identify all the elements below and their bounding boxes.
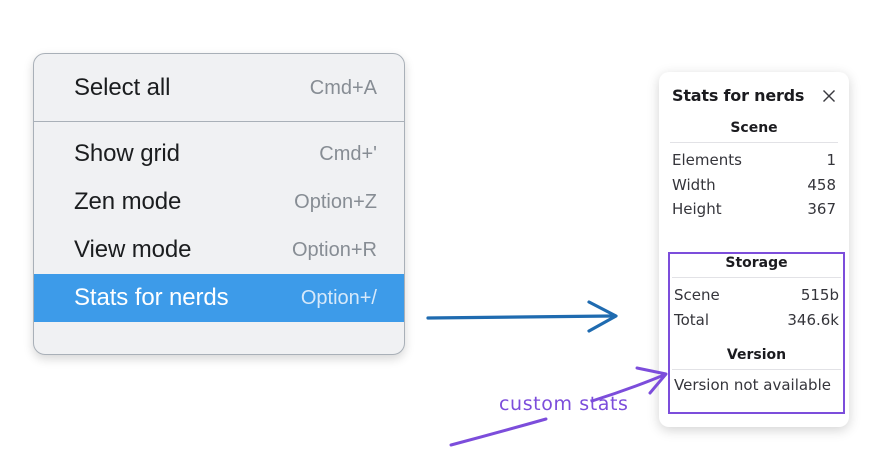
section-rule bbox=[670, 142, 838, 143]
section-version: Version Version not available bbox=[670, 346, 843, 395]
stat-value: 515b bbox=[800, 286, 839, 304]
menu-separator bbox=[34, 121, 404, 122]
stat-value: 1 bbox=[826, 151, 836, 169]
flow-arrow-icon bbox=[426, 300, 618, 333]
menu-item-stats-for-nerds[interactable]: Stats for nerds Option+/ bbox=[34, 274, 404, 322]
stat-row: Elements 1 bbox=[668, 148, 840, 173]
section-heading: Version bbox=[726, 347, 787, 363]
menu-item-shortcut: Option+/ bbox=[300, 286, 377, 309]
section-heading: Scene bbox=[730, 120, 778, 136]
stat-row: Total 346.6k bbox=[670, 308, 843, 333]
underline-stroke bbox=[449, 417, 548, 447]
stat-label: Elements bbox=[672, 151, 742, 169]
stat-value: 346.6k bbox=[787, 310, 839, 329]
panel-header: Stats for nerds bbox=[668, 86, 840, 105]
custom-stats-content: Storage Scene 515b Total 346.6k Version … bbox=[670, 254, 843, 395]
menu-item-shortcut: Cmd+A bbox=[309, 76, 377, 99]
close-icon[interactable] bbox=[820, 87, 838, 105]
version-note: Version not available bbox=[674, 376, 831, 394]
stat-label: Height bbox=[672, 200, 722, 218]
section-scene: Scene Elements 1 Width 458 Height 367 bbox=[668, 119, 840, 222]
menu-item-zen-mode[interactable]: Zen mode Option+Z bbox=[34, 178, 404, 226]
stat-row: Height 367 bbox=[668, 197, 840, 222]
menu-item-label: Stats for nerds bbox=[74, 284, 229, 311]
stat-label: Width bbox=[672, 175, 716, 194]
section-heading: Storage bbox=[725, 255, 788, 271]
menu-group-selection: Select all Cmd+A bbox=[34, 54, 404, 121]
context-menu[interactable]: Select all Cmd+A Show grid Cmd+' Zen mod… bbox=[33, 53, 405, 355]
section-storage: Storage Scene 515b Total 346.6k bbox=[670, 254, 843, 332]
menu-item-label: View mode bbox=[74, 236, 192, 263]
menu-item-shortcut: Cmd+' bbox=[319, 142, 377, 165]
menu-item-view-mode[interactable]: View mode Option+R bbox=[34, 226, 404, 274]
menu-item-shortcut: Option+Z bbox=[294, 190, 377, 213]
stat-value: 367 bbox=[807, 200, 836, 218]
menu-item-show-grid[interactable]: Show grid Cmd+' bbox=[34, 130, 404, 178]
menu-item-label: Show grid bbox=[74, 140, 180, 167]
custom-stats-annotation-label: custom stats bbox=[499, 393, 629, 415]
section-rule bbox=[672, 369, 841, 370]
stat-label: Total bbox=[674, 310, 710, 329]
menu-item-label: Zen mode bbox=[74, 188, 182, 215]
stat-label: Scene bbox=[674, 286, 720, 304]
menu-item-select-all[interactable]: Select all Cmd+A bbox=[34, 64, 404, 112]
menu-group-view: Show grid Cmd+' Zen mode Option+Z View m… bbox=[34, 122, 404, 330]
stats-for-nerds-panel: Stats for nerds Scene Elements 1 Width 4… bbox=[659, 72, 849, 427]
menu-item-shortcut: Option+R bbox=[291, 238, 377, 261]
stat-row: Scene 515b bbox=[670, 283, 843, 308]
section-rule bbox=[672, 277, 841, 278]
stat-row: Width 458 bbox=[668, 173, 840, 198]
menu-item-label: Select all bbox=[74, 74, 171, 101]
stat-value: 458 bbox=[807, 175, 836, 194]
panel-title: Stats for nerds bbox=[672, 86, 805, 105]
